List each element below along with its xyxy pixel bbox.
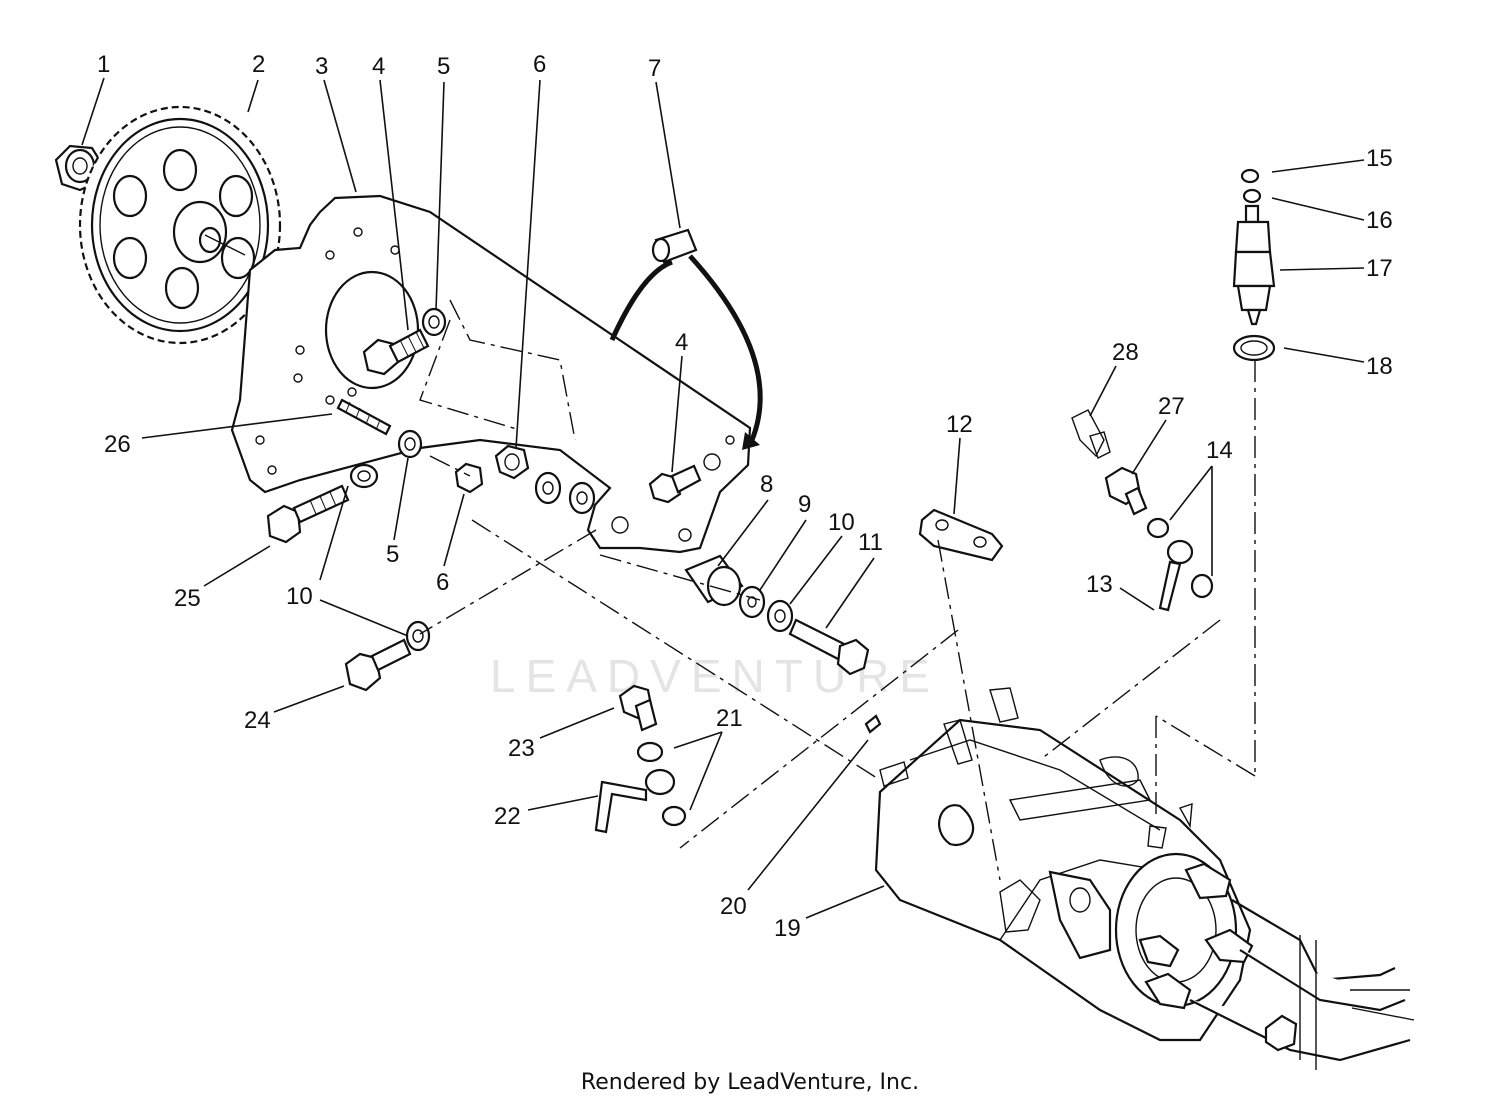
callout-7: 7 <box>648 55 661 82</box>
callout-6: 6 <box>533 51 546 78</box>
callout-4: 4 <box>372 53 385 80</box>
part-bolt-25 <box>266 484 350 544</box>
part-washer-10c <box>766 599 794 633</box>
part-bracket-12 <box>918 508 1004 562</box>
callout-6b: 6 <box>436 569 449 596</box>
part-bolt-24 <box>344 638 412 692</box>
callout-24: 24 <box>244 707 271 734</box>
part-stud-26 <box>336 398 392 436</box>
callout-5: 5 <box>437 53 450 80</box>
callout-4b: 4 <box>675 329 688 356</box>
callout-16: 16 <box>1366 207 1393 234</box>
callout-1: 1 <box>97 51 110 78</box>
callout-20: 20 <box>720 893 747 920</box>
credit-text: Rendered by LeadVenture, Inc. <box>580 1070 920 1095</box>
part-banjo-13 <box>1146 517 1214 612</box>
part-nut-6b <box>494 444 530 480</box>
callout-28: 28 <box>1112 339 1139 366</box>
callout-9: 9 <box>798 491 811 518</box>
callout-numbers: 1 2 3 4 5 6 7 4 26 8 9 10 11 25 5 6 10 2… <box>97 51 1393 942</box>
callout-23: 23 <box>508 735 535 762</box>
part-bushing-8 <box>684 554 744 607</box>
callout-8: 8 <box>760 471 773 498</box>
callout-25: 25 <box>174 585 201 612</box>
part-nut-6a <box>454 462 484 494</box>
part-bolt-4a <box>362 328 430 376</box>
part-washers-pair <box>534 471 596 515</box>
part-banjo-22 <box>594 741 687 834</box>
callout-18: 18 <box>1366 353 1393 380</box>
part-washer-10b <box>405 620 431 652</box>
callout-26: 26 <box>104 431 131 458</box>
part-injector <box>1232 168 1276 362</box>
callout-12: 12 <box>946 411 973 438</box>
part-bolt-11 <box>788 618 870 676</box>
part-fitting-28 <box>1071 409 1111 459</box>
callout-14: 14 <box>1206 437 1233 464</box>
callout-11: 11 <box>858 529 883 556</box>
callout-2: 2 <box>252 51 265 78</box>
part-injector-lines <box>1189 899 1415 1070</box>
part-gear <box>78 105 282 345</box>
part-bolt-4b <box>648 464 702 504</box>
callout-5b: 5 <box>386 541 399 568</box>
callout-21: 21 <box>716 705 743 732</box>
leader-lines <box>81 77 1365 919</box>
callout-15: 15 <box>1366 145 1393 172</box>
callout-10: 10 <box>828 509 855 536</box>
part-washer-9 <box>738 585 766 619</box>
callout-10b: 10 <box>286 583 313 610</box>
part-washer-5b <box>397 429 423 459</box>
callout-3: 3 <box>315 53 328 80</box>
watermark: LEADVENTURE <box>490 650 940 702</box>
callout-19: 19 <box>774 915 801 942</box>
callout-17: 17 <box>1366 255 1393 282</box>
part-banjo-bolt-27 <box>1104 466 1148 516</box>
assembly-lines <box>419 360 1256 881</box>
part-banjo-bolt-23 <box>618 684 658 732</box>
part-washer-10a <box>349 463 379 489</box>
callout-13: 13 <box>1086 571 1113 598</box>
callout-27: 27 <box>1158 393 1185 420</box>
part-spacer <box>609 228 763 450</box>
part-key-20 <box>864 714 882 734</box>
callout-22: 22 <box>494 803 521 830</box>
part-washer-5a <box>421 307 447 337</box>
